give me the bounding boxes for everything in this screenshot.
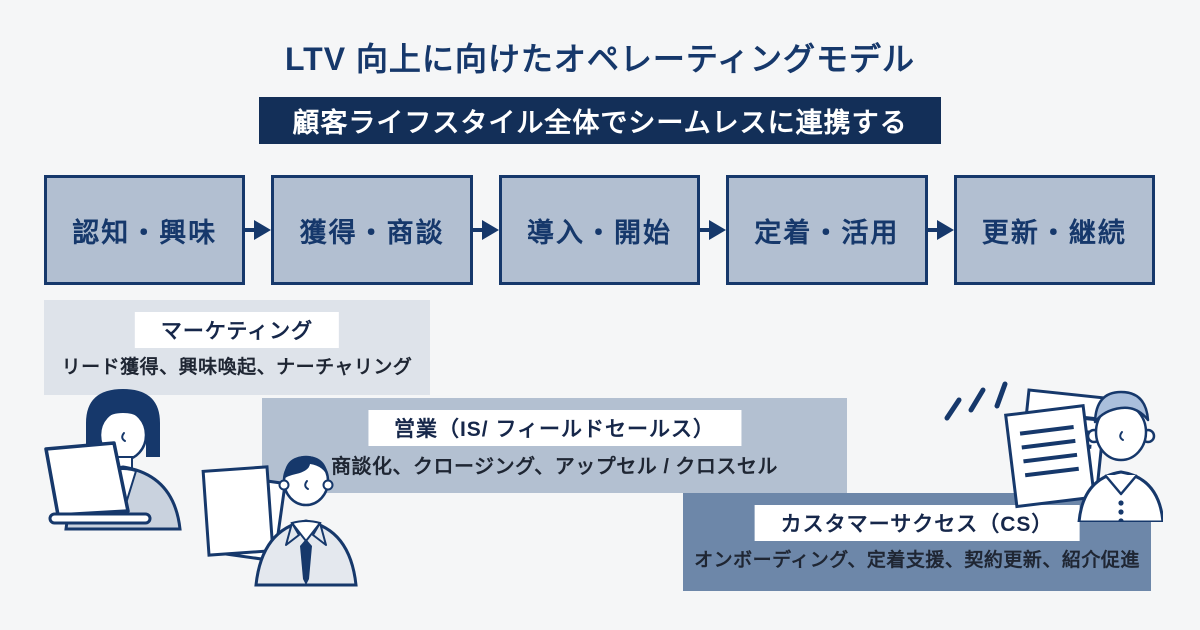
lane-description: オンボーディング、定着支援、契約更新、紹介促進 xyxy=(694,550,1140,571)
lane-label: マーケティング xyxy=(134,312,340,348)
documents-icon xyxy=(1004,388,1109,509)
lane-label: カスタマーサクセス（CS） xyxy=(754,505,1080,541)
lane-description: 商談化、クロージング、アップセル / クロスセル xyxy=(331,456,778,478)
lane-sales: 営業（IS/ フィールドセールス） 商談化、クロージング、アップセル / クロス… xyxy=(262,398,847,493)
stage-box-awareness: 認知・興味 xyxy=(44,175,246,285)
page-title: LTV 向上に向けたオペレーティングモデル xyxy=(284,41,916,77)
stage-box-onboarding: 導入・開始 xyxy=(498,175,701,285)
arrow-right-icon xyxy=(927,215,954,245)
stage-box-adoption: 定着・活用 xyxy=(726,175,928,285)
sales-rep-illustration xyxy=(198,447,373,592)
cs-rep-illustration xyxy=(933,370,1165,527)
arrow-right-icon xyxy=(700,215,727,245)
lane-label: 営業（IS/ フィールドセールス） xyxy=(367,410,742,446)
boards-icon xyxy=(201,465,287,563)
stage-box-renewal: 更新・継続 xyxy=(953,175,1156,285)
arrow-right-icon xyxy=(472,215,499,245)
stage-box-acquisition: 獲得・商談 xyxy=(271,175,473,285)
marketer-illustration xyxy=(28,383,208,538)
banner: 顧客ライフスタイル全体でシームレスに連携する xyxy=(259,97,941,144)
arrow-right-icon xyxy=(245,215,272,245)
banner-text: 顧客ライフスタイル全体でシームレスに連携する xyxy=(292,108,908,138)
laptop-icon xyxy=(44,441,152,525)
emphasis-lines-icon xyxy=(944,381,1008,421)
person-sales-icon xyxy=(254,455,358,587)
lane-marketing: マーケティング リード獲得、興味喚起、ナーチャリング xyxy=(44,300,430,395)
person-cs-icon xyxy=(1077,390,1165,524)
lane-description: リード獲得、興味喚起、ナーチャリング xyxy=(61,357,413,378)
lifecycle-stage-row: 認知・興味 獲得・商談 導入・開始 定着・活用 更新・継続 xyxy=(44,175,1156,285)
lane-customer-success: カスタマーサクセス（CS） オンボーディング、定着支援、契約更新、紹介促進 xyxy=(683,493,1151,591)
